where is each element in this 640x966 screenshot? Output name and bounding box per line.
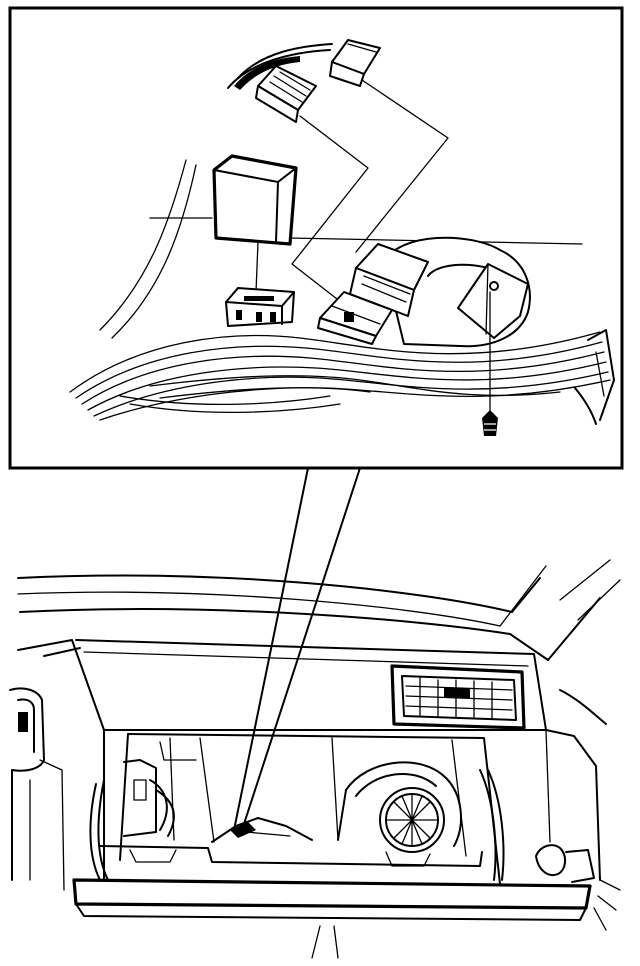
harness-connector-lower — [317, 243, 429, 345]
relay-socket — [225, 287, 295, 327]
vehicle-view — [9, 559, 621, 959]
glovebox-door — [72, 769, 592, 921]
connector-leaders — [291, 79, 449, 307]
harness-sleeve — [574, 329, 615, 425]
wiring-harness — [69, 331, 611, 421]
floor-lines — [311, 925, 339, 959]
air-vent — [390, 664, 526, 730]
harness-connector-upper — [227, 39, 381, 123]
relay — [212, 154, 298, 293]
dashboard-top — [17, 559, 621, 661]
glovebox-opening — [119, 733, 501, 885]
blower-fan — [337, 761, 462, 853]
steering-column-side — [9, 639, 105, 891]
mounting-screw — [482, 291, 498, 436]
hinge-knob — [535, 844, 621, 931]
callout-leader — [233, 467, 361, 831]
detail-view — [69, 39, 615, 436]
dash-face — [75, 639, 607, 881]
